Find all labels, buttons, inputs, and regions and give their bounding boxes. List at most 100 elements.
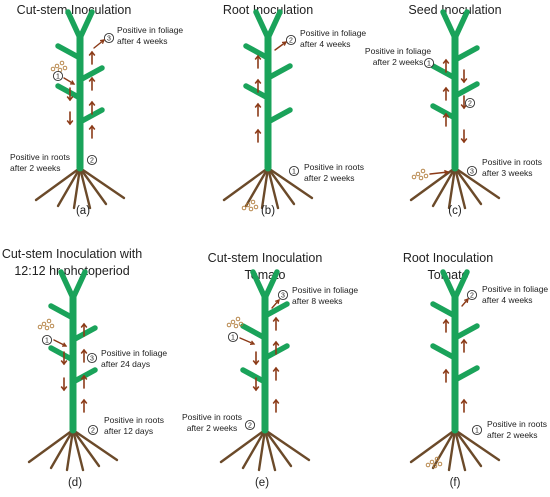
inoculum-particle bbox=[49, 323, 55, 329]
root bbox=[266, 166, 280, 210]
arrow-head bbox=[272, 340, 280, 346]
branch bbox=[243, 83, 271, 101]
annotation-text: Positive in roots bbox=[304, 162, 364, 172]
root bbox=[453, 428, 467, 472]
root bbox=[65, 428, 75, 472]
step-number: 2 bbox=[470, 292, 474, 299]
root bbox=[27, 428, 75, 464]
step-number: 2 bbox=[90, 157, 94, 164]
inoculum-particle bbox=[420, 168, 426, 174]
annotation-text: after 2 weeks bbox=[373, 57, 424, 67]
arrow-head bbox=[66, 96, 74, 102]
branch bbox=[440, 269, 458, 301]
inoculum-particle bbox=[226, 322, 232, 328]
arrow-head bbox=[69, 80, 76, 85]
root bbox=[260, 166, 270, 210]
branch bbox=[430, 103, 458, 121]
flow-arrow bbox=[53, 339, 67, 347]
branch bbox=[48, 303, 76, 321]
inoculum-particle bbox=[238, 321, 244, 327]
root bbox=[78, 166, 126, 200]
annotation-text: Positive in roots bbox=[182, 412, 242, 422]
inoculum-particle bbox=[245, 202, 251, 208]
flow-arrow bbox=[461, 298, 469, 307]
inoculum-particle bbox=[253, 204, 259, 210]
panel-label: (c) bbox=[448, 205, 462, 217]
root bbox=[263, 428, 293, 468]
arrow-head bbox=[80, 374, 88, 380]
step-number-circle bbox=[41, 334, 53, 346]
step-number-circle bbox=[103, 32, 115, 44]
step-number: 1 bbox=[292, 168, 296, 175]
annotation-text: Positive in foliage bbox=[300, 28, 366, 38]
panel-title: Tomato bbox=[245, 268, 286, 282]
branch bbox=[262, 301, 290, 319]
panel-e: Cut-stem InoculationTomato(e)13Positive … bbox=[182, 251, 358, 489]
root bbox=[257, 428, 267, 472]
inoculum-particle bbox=[50, 66, 56, 72]
arrow-head bbox=[80, 348, 88, 354]
inoculum-particle bbox=[241, 205, 247, 211]
annotation-text: Positive in foliage bbox=[482, 284, 548, 294]
step-number: 2 bbox=[289, 37, 293, 44]
root bbox=[266, 166, 296, 206]
root bbox=[453, 166, 501, 200]
step-number-circle bbox=[285, 34, 297, 46]
branch bbox=[452, 9, 470, 41]
branch bbox=[430, 343, 458, 361]
panel-label: (b) bbox=[261, 205, 275, 217]
branch bbox=[430, 301, 458, 319]
flow-arrow bbox=[239, 337, 255, 345]
branch bbox=[77, 9, 95, 41]
arrow-head bbox=[252, 360, 260, 366]
branch bbox=[58, 269, 76, 301]
branch bbox=[65, 9, 83, 41]
arrow-head bbox=[80, 322, 88, 328]
root bbox=[71, 428, 101, 468]
branch bbox=[452, 323, 480, 341]
inoculum-particle bbox=[248, 206, 254, 212]
inoculum-particle bbox=[411, 174, 417, 180]
branch bbox=[253, 9, 271, 41]
step-number-circle bbox=[288, 165, 300, 177]
annotation-text: Positive in foliage bbox=[365, 46, 431, 56]
step-number: 3 bbox=[470, 168, 474, 175]
arrow-head bbox=[60, 386, 68, 392]
root bbox=[409, 166, 457, 202]
annotation-text: after 2 weeks bbox=[304, 173, 355, 183]
step-number-circle bbox=[86, 352, 98, 364]
arrow-head bbox=[88, 124, 96, 130]
arrow-head bbox=[66, 120, 74, 126]
root bbox=[266, 166, 314, 200]
root bbox=[222, 166, 270, 202]
step-number: 1 bbox=[45, 337, 49, 344]
panel-label: (e) bbox=[255, 477, 269, 489]
panel-title: Cut-stem Inoculation bbox=[208, 251, 323, 265]
arrow-head bbox=[281, 41, 288, 46]
branch bbox=[240, 367, 268, 385]
branch bbox=[250, 269, 268, 301]
root bbox=[447, 166, 457, 210]
inoculum-particle bbox=[418, 175, 424, 181]
panel-label: (f) bbox=[450, 477, 461, 489]
root bbox=[431, 428, 457, 470]
step-number: 1 bbox=[231, 334, 235, 341]
branch bbox=[265, 9, 283, 41]
arrow-head bbox=[460, 338, 468, 344]
branch bbox=[265, 107, 293, 125]
step-number: 1 bbox=[475, 427, 479, 434]
branch bbox=[77, 65, 105, 83]
annotation-text: after 4 weeks bbox=[117, 36, 168, 46]
annotation-text: Positive in roots bbox=[487, 419, 547, 429]
inoculum-particle bbox=[423, 173, 429, 179]
annotation-text: after 3 weeks bbox=[482, 168, 533, 178]
flow-arrow bbox=[93, 39, 105, 49]
inoculum-particle bbox=[37, 324, 43, 330]
inoculum-particle bbox=[41, 321, 47, 327]
inoculum-particle bbox=[59, 60, 65, 66]
inoculum-particle bbox=[250, 199, 256, 205]
arrow-head bbox=[272, 316, 280, 322]
branch bbox=[430, 63, 458, 81]
